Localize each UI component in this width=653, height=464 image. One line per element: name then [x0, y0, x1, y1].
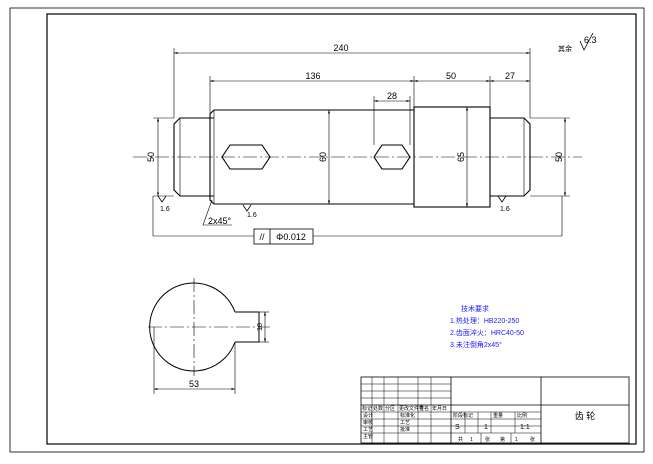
roughness-symbols: [157, 32, 594, 212]
roughness-general-value: 6.3: [584, 35, 597, 45]
dim-key-depth: 18: [257, 323, 264, 331]
tb-stage-value: S: [455, 424, 460, 431]
tb-design-std: 标准化: [400, 412, 415, 419]
dim-right-dia: 50: [554, 152, 564, 162]
tb-check-label: 审核: [363, 419, 373, 426]
tb-header-4: 签名: [419, 405, 429, 412]
roughness-general-label: 其余: [558, 44, 572, 53]
tb-header-1: 处数: [373, 405, 383, 412]
tb-sheet-2: 张: [485, 436, 490, 443]
tolerance-frame: [253, 228, 314, 245]
tb-approve-sign: 批准: [400, 426, 410, 433]
tb-sheet-4: 1: [515, 437, 518, 443]
notes-item-3: 3.未注倒角2x45°: [450, 340, 502, 349]
dim-middle-dia: 60: [318, 152, 328, 162]
title-block-text: 标记 处数 分区 更改文件号 签名 年月日 设计 标准化 审核 工艺 工艺 批准…: [362, 405, 595, 443]
tb-header-5: 年月日: [432, 405, 447, 412]
tb-qty-value: 1: [484, 424, 488, 431]
tb-part-name: 齿 轮: [575, 410, 596, 421]
roughness-left: 1.6: [160, 206, 170, 213]
dim-chamfer: 2x45°: [208, 216, 232, 226]
dim-right-length: 27: [505, 71, 515, 81]
dim-total-length: 240: [333, 43, 348, 53]
dim-collar-dia: 65: [456, 152, 466, 162]
notes-item-2: 2.齿面淬火：HRC40-50: [450, 328, 524, 337]
dim-collar-length: 50: [446, 71, 456, 81]
title-block: [360, 376, 630, 444]
tb-sheet-0: 共: [458, 436, 463, 443]
tb-mid-scale: 比例: [517, 412, 527, 419]
tb-header-0: 标记: [362, 405, 372, 412]
tolerance-value: Φ0.012: [276, 232, 306, 242]
dim-middle-length: 136: [305, 71, 320, 81]
inner-border: [46, 13, 637, 445]
keyway-left: [221, 144, 271, 170]
tb-mid-stage: 阶段标记: [453, 412, 473, 419]
notes-title: 技术要求: [461, 304, 489, 313]
tb-sheet-5: 张: [530, 436, 535, 443]
tolerance-symbol: //: [259, 232, 265, 242]
tb-approve-label: 工艺: [363, 427, 373, 433]
dim-left-dia: 50: [146, 152, 156, 162]
dim-keyway-length: 28: [387, 91, 397, 101]
tb-scale-value: 1:1: [520, 424, 530, 431]
technical-notes: 技术要求 1.热处理：HB220-250 2.齿面淬火：HRC40-50 3.未…: [450, 304, 524, 349]
dimension-lines: [152, 48, 570, 237]
outer-border: [9, 7, 645, 453]
notes-item-1: 1.热处理：HB220-250: [450, 316, 519, 325]
tb-check-proc: 工艺: [400, 420, 410, 426]
tb-header-3: 更改文件号: [399, 405, 424, 412]
roughness-right: 1.6: [500, 206, 510, 213]
cross-section-view: [148, 278, 270, 394]
tb-header-2: 分区: [385, 405, 395, 412]
roughness-middle: 1.6: [247, 212, 257, 219]
tb-main-label: 主管: [363, 433, 373, 440]
tb-design-label: 设计: [363, 412, 373, 419]
tb-sheet-1: 1: [470, 437, 473, 443]
shaft-outline: [173, 106, 531, 208]
dim-section-width: 53: [189, 379, 199, 389]
tb-sheet-3: 第: [500, 436, 505, 443]
keyway-right: [373, 144, 411, 170]
tb-mid-weight: 重量: [493, 412, 503, 419]
